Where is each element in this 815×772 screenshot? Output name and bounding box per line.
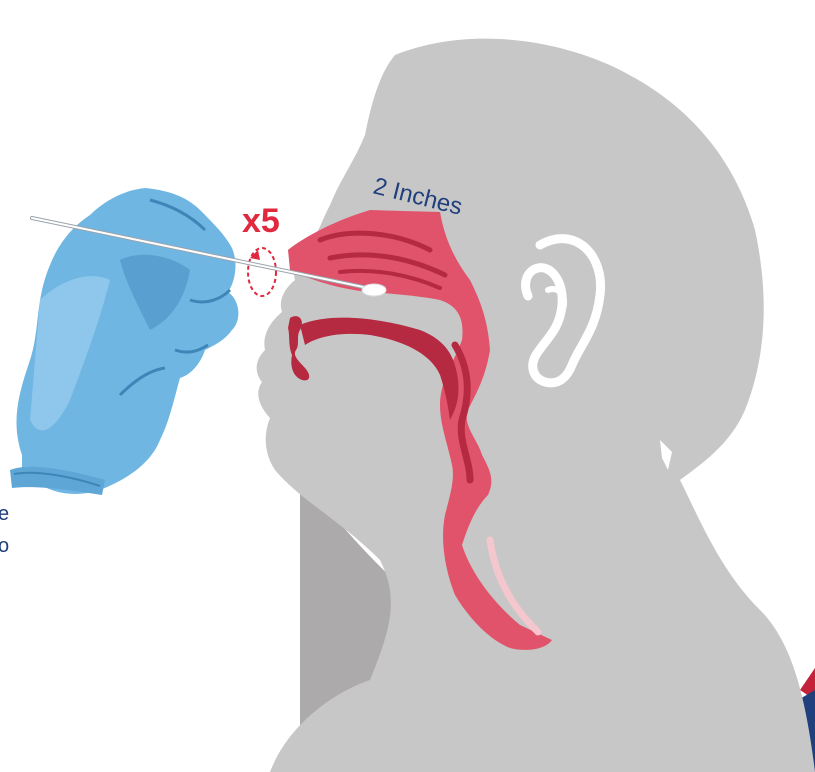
rotation-circle-icon xyxy=(248,248,276,296)
cut-left-label-2: o xyxy=(0,535,9,557)
cut-left-label-1: e xyxy=(0,503,9,525)
repeat-count-label: x5 xyxy=(242,202,280,240)
gloved-hand-icon xyxy=(10,188,238,495)
